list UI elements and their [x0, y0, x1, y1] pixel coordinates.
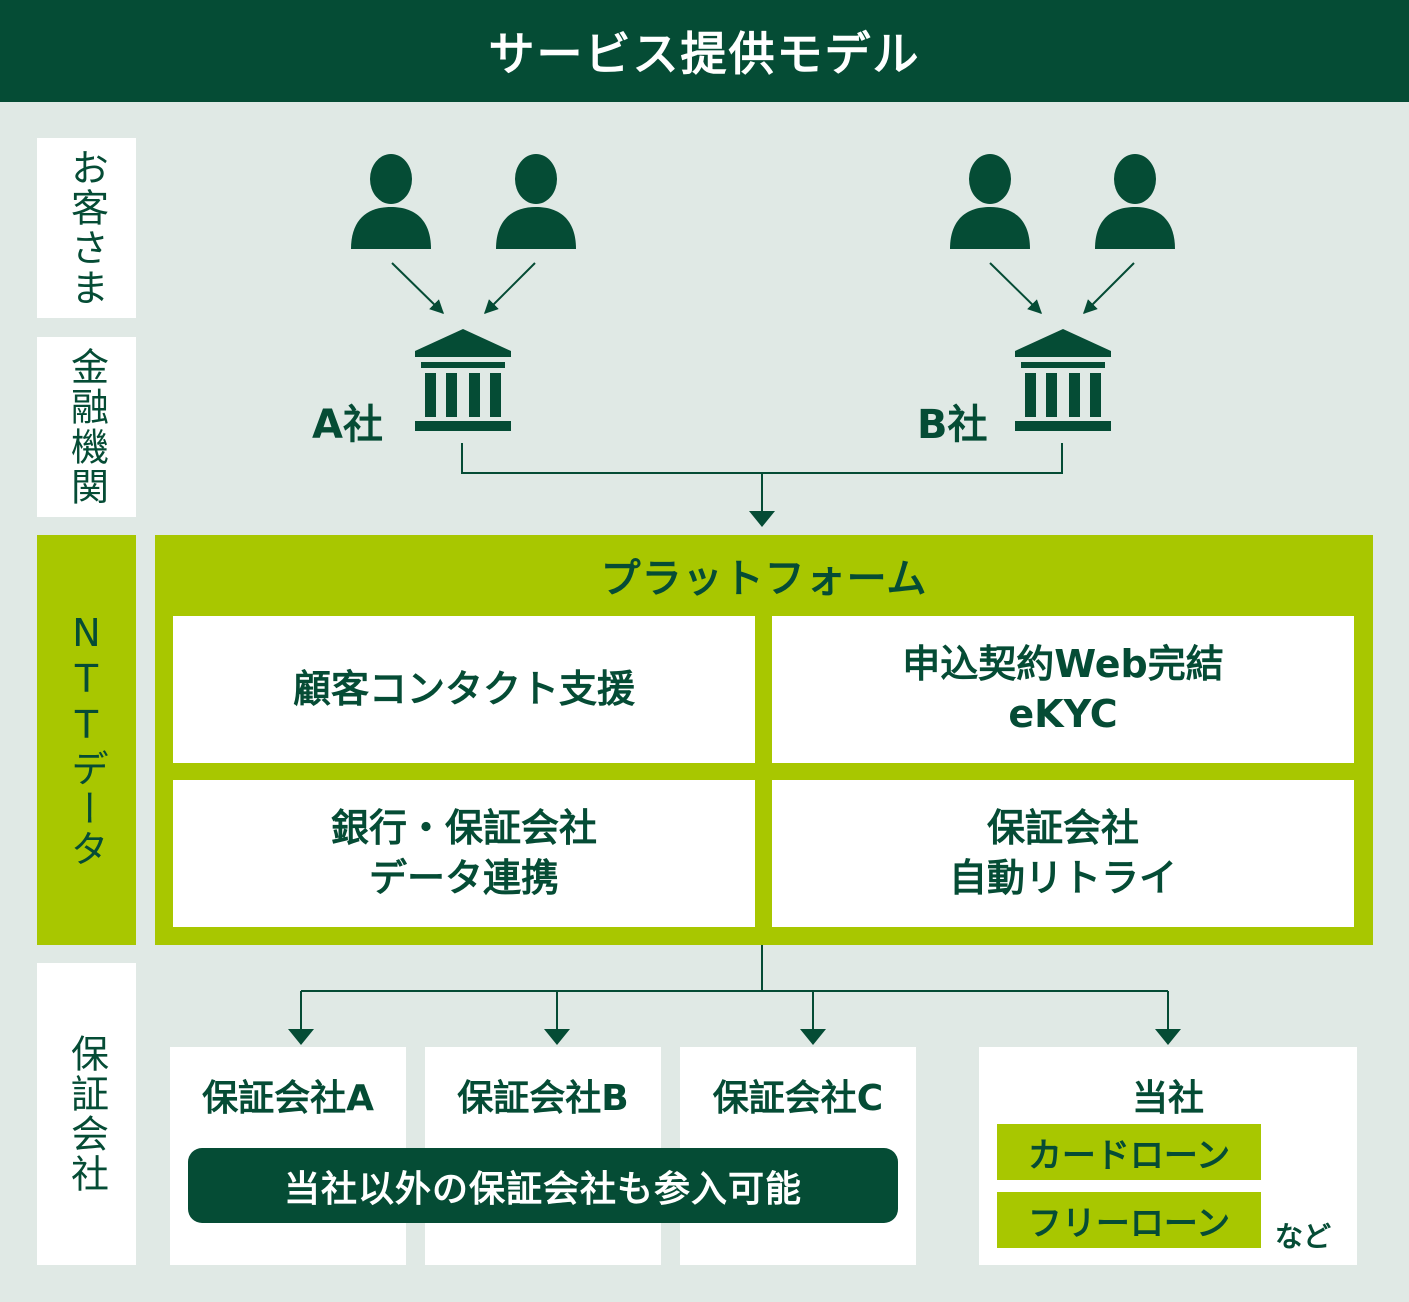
bank-a-label: A社	[312, 402, 383, 448]
row-label-ntt-text: NTTデータ	[64, 611, 109, 869]
row-label-guarantee: 保証会社	[37, 963, 136, 1265]
platform-box-data-link: 銀行・保証会社 データ連携	[173, 780, 755, 927]
etc-note: など	[1275, 1220, 1332, 1253]
product-free-loan: フリーローン	[997, 1192, 1261, 1248]
platform-box-web-contract: 申込契約Web完結 eKYC	[772, 616, 1354, 763]
platform-box-text: 保証会社	[986, 806, 1139, 851]
platform-box-text: 申込契約Web完結	[902, 642, 1224, 687]
diagram-title: サービス提供モデル	[0, 0, 1409, 102]
platform-title: プラットフォーム	[600, 556, 928, 602]
product-card-loan: カードローン	[997, 1124, 1261, 1180]
platform-box-text: データ連携	[368, 855, 559, 900]
person-icon	[1095, 154, 1175, 249]
platform-box-text: 顧客コンタクト支援	[292, 666, 635, 711]
row-label-financial-text: 金融機関	[64, 347, 109, 507]
person-icon	[351, 154, 431, 249]
guarantor-c-label: 保証会社C	[712, 1078, 884, 1119]
row-label-customers: お客さま	[37, 138, 136, 318]
row-label-ntt: NTTデータ	[37, 535, 136, 945]
open-participation-banner: 当社以外の保証会社も参入可能	[188, 1148, 898, 1223]
own-company-label: 当社	[1131, 1078, 1204, 1119]
platform-box-customer-contact: 顧客コンタクト支援	[173, 616, 755, 763]
bank-icon	[1015, 329, 1111, 431]
row-label-customers-text: お客さま	[64, 148, 109, 308]
platform-box-text: 銀行・保証会社	[330, 806, 597, 851]
row-label-financial: 金融機関	[37, 337, 136, 517]
guarantor-a-label: 保証会社A	[202, 1078, 374, 1119]
person-icon	[496, 154, 576, 249]
bank-icon	[415, 329, 511, 431]
guarantor-b-label: 保証会社B	[457, 1078, 629, 1119]
bank-b-label: B社	[917, 402, 988, 448]
platform-box-auto-retry: 保証会社 自動リトライ	[772, 780, 1354, 927]
person-icon	[950, 154, 1030, 249]
row-label-guarantee-text: 保証会社	[64, 1034, 109, 1194]
platform-box-text: 自動リトライ	[948, 855, 1177, 900]
platform-box-text: eKYC	[1008, 691, 1118, 736]
